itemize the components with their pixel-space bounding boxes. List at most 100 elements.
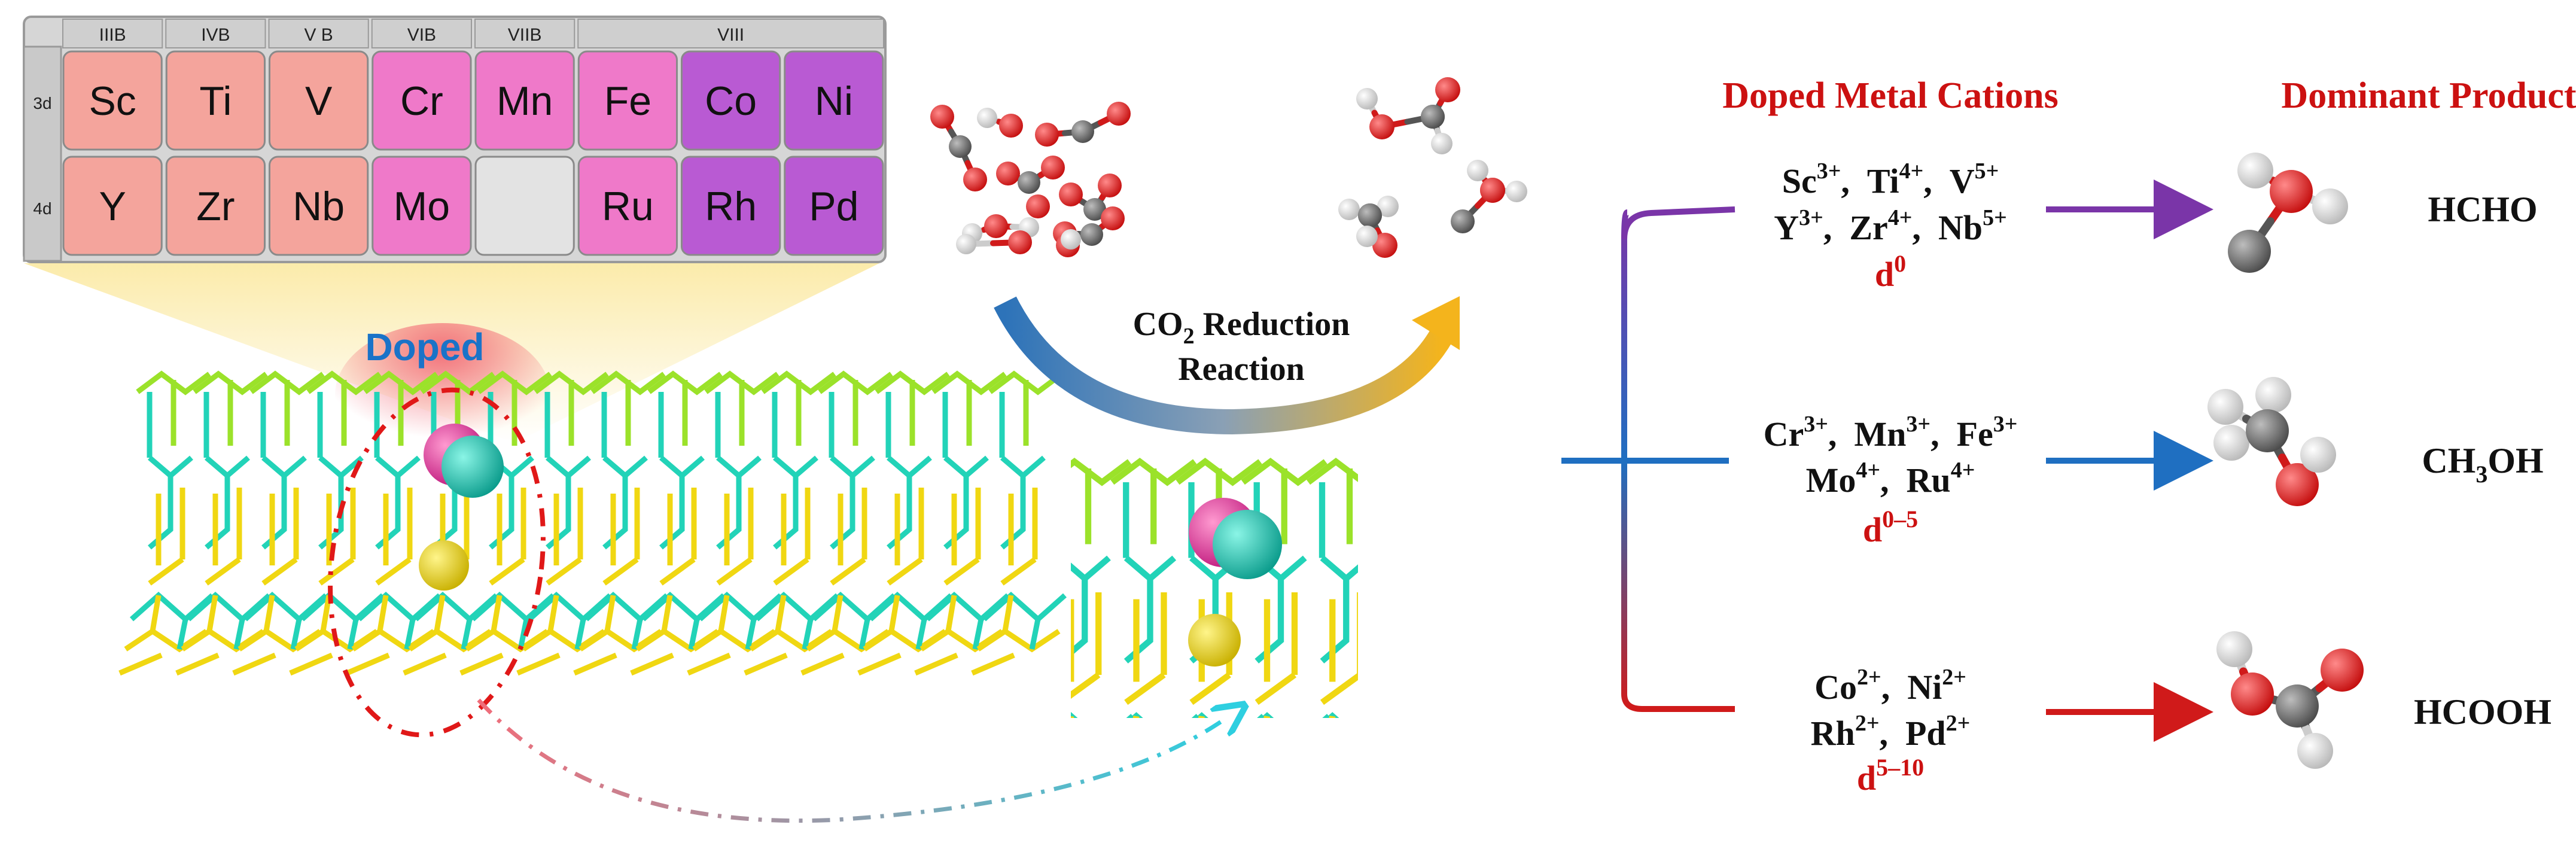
group-header-cell <box>371 19 472 48</box>
lattice-edge <box>1132 716 1140 718</box>
lattice-edge <box>630 652 674 676</box>
lattice-edge <box>1071 672 1101 699</box>
lattice-edge <box>206 595 218 632</box>
element-symbol: Zr <box>196 184 235 229</box>
lattice-edge <box>396 455 421 478</box>
element-cell <box>784 156 884 256</box>
h-atom <box>977 108 997 128</box>
lattice-edge <box>802 619 814 650</box>
lattice-edge <box>604 595 616 632</box>
cation-charge: 3+ <box>1993 412 2018 437</box>
lattice-edge <box>547 595 559 632</box>
cation-list: Rh2+, Pd2+ <box>1811 711 1971 753</box>
cation-classes: Sc3+, Ti4+, V5+Y3+, Zr4+, Nb5+d0HCHOCr3+… <box>1764 153 2551 798</box>
cation-charge: 2+ <box>1855 711 1880 736</box>
h-atom <box>2312 188 2348 224</box>
lattice-edge <box>1222 785 1271 806</box>
lattice-edge <box>375 557 412 586</box>
lattice-edge <box>517 619 529 650</box>
group-header-cell <box>474 19 576 48</box>
cation-list: Sc3+, Ti4+, V5+ <box>1782 159 1999 200</box>
cation-symbol: Mo <box>1806 461 1856 500</box>
product-label: CH3OH <box>2422 441 2543 488</box>
lattice-edge <box>1288 785 1336 806</box>
cation-charge: 5+ <box>1975 159 1999 184</box>
lattice-edge <box>851 455 875 478</box>
cation-symbol: Ru <box>1907 461 1951 500</box>
lattice-edge <box>516 652 561 676</box>
lattice-edge <box>403 652 447 676</box>
lattice-edge <box>1278 555 1307 581</box>
reaction-arrowhead <box>1412 296 1460 350</box>
product-label: HCHO <box>2428 190 2537 229</box>
lattice-edge <box>459 652 504 676</box>
lattice-edge <box>169 455 193 478</box>
hcho-molecule <box>2228 153 2348 273</box>
reaction-label-line1: CO2 Reduction <box>1133 306 1350 349</box>
cation-symbol: Co <box>1814 668 1857 707</box>
o-atom <box>1369 114 1394 139</box>
lattice-edge <box>233 619 245 650</box>
element-symbol: Pd <box>809 184 858 229</box>
lattice-edge <box>1260 712 1331 718</box>
element-symbol: Nb <box>293 184 345 229</box>
h-atom <box>1356 226 1378 247</box>
h-atom <box>2255 377 2291 413</box>
h-atom <box>1356 88 1378 109</box>
lattice-edge <box>263 595 275 632</box>
element-cell <box>165 156 266 256</box>
doping-site-ellipse <box>328 387 546 738</box>
lattice-edge <box>1263 716 1271 718</box>
o-atom <box>1101 206 1125 230</box>
lattice-edge <box>1157 785 1205 806</box>
s-atom <box>1188 614 1241 667</box>
h-atom <box>1061 229 1081 249</box>
d-electron-label: d5–10 <box>1857 754 1924 798</box>
mo-atom <box>441 436 504 498</box>
element-cell <box>269 156 369 256</box>
group-header-label: VIII <box>717 25 744 45</box>
group-header-label: IVB <box>201 25 230 45</box>
h-atom <box>1506 181 1527 202</box>
cation-list: Co2+, Ni2+ <box>1814 665 1966 707</box>
lattice-edge <box>510 455 534 478</box>
c-atom <box>2228 230 2271 273</box>
element-cell <box>165 50 266 151</box>
group-header-label: IIIB <box>99 25 126 45</box>
lattice-edge <box>858 619 870 650</box>
lattice-edge <box>232 652 276 676</box>
h-atom <box>2297 733 2333 769</box>
period-label: 4d <box>33 199 51 218</box>
lattice-edge <box>289 652 333 676</box>
lattice-edge <box>1027 785 1075 806</box>
cation-charge: 4+ <box>1888 205 1913 230</box>
d-electron-label: d0 <box>1875 250 1906 294</box>
bracket-stem <box>1621 209 1735 712</box>
cation-symbol: Y <box>1774 208 1799 247</box>
o-atom <box>930 105 954 129</box>
cation-list: Mo4+, Ru4+ <box>1806 458 1975 500</box>
lattice-edge <box>1195 712 1265 718</box>
lattice-edge <box>1353 785 1402 806</box>
lattice-edge <box>1229 757 1322 778</box>
o-atom <box>1059 182 1083 206</box>
zoomed-dopant-site <box>1027 458 1411 806</box>
lattice-edge <box>915 619 927 650</box>
lattice-edge <box>1071 716 1074 718</box>
element-cell <box>372 156 472 256</box>
mo-atom <box>1213 510 1282 579</box>
lattice-edge <box>461 619 473 650</box>
lattice-edge <box>1387 558 1411 662</box>
lattice-edge <box>226 455 250 478</box>
element-symbol: Mo <box>394 184 450 229</box>
lattice-edge <box>602 557 639 586</box>
classification-bracket <box>1561 206 1735 712</box>
group-header-cell <box>62 19 163 48</box>
element-symbol: Ru <box>602 184 654 229</box>
cation-charge: 3+ <box>1906 412 1931 437</box>
lattice-edge <box>118 652 163 676</box>
lattice-edge <box>148 557 184 586</box>
